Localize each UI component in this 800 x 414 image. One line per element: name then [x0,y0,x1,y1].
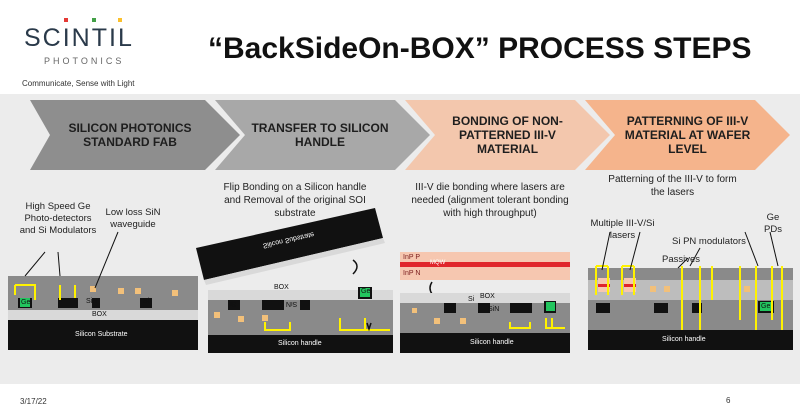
panel2-handle: Silicon handle [278,340,322,347]
panel2-label-sin: SiN [286,300,298,307]
panel1-label-si: Si [143,298,150,305]
step-label-2: TRANSFER TO SILICON HANDLE [251,121,389,149]
panel3-inp-n: InP N [403,270,421,277]
step-desc-4: Patterning of the III-V to form the lase… [608,174,737,198]
step-label-3: BONDING OF NON-PATTERNED III-V MATERIAL [452,114,563,156]
panel4-handle: Silicon handle [662,336,706,343]
page-number: 6 [726,396,731,405]
panel3-label-si: Si [468,296,475,303]
footer-date: 3/17/22 [20,397,47,406]
panel4-callout-passives: Passives [662,254,701,265]
panel1-callout-sin: Low loss SiN waveguide [105,207,161,230]
panel2-label-si: Si [230,300,237,307]
step-arrow-1 [30,100,240,170]
logo-wordmark: SCINTIL [24,24,134,52]
panel2-label-box: BOX [274,284,289,291]
logo-subtitle: PHOTONICS [44,56,125,66]
step-label-4: PATTERNING OF III-V MATERIAL AT WAFER LE… [624,114,751,156]
panel1-label-ge: Ge [21,299,31,306]
panel4-label-ge: Ge [761,303,771,310]
step-arrow-3 [405,100,610,170]
panel3-mqw: MQW [430,260,446,266]
panel3-label-box: BOX [480,293,495,300]
step-label-1: SILICON PHOTONICS STANDARD FAB [68,121,192,149]
step-desc-3: III-V die bonding where lasers are neede… [411,182,569,219]
panel1-substrate: Silicon Substrate [75,331,128,338]
panel1-callout-ge: High Speed Ge Photo-detectors and Si Mod… [19,201,97,236]
panel1-label-sin: SiN [86,298,98,305]
panel4-callout-ge: Ge PDs [764,212,782,235]
panel4-callout-lasers: Multiple III-V/Si lasers [590,218,655,241]
company-logo: SCINTIL [24,24,134,53]
panel3-inp-p: InP P [403,254,420,261]
panel3-handle: Silicon handle [470,339,514,346]
panel1-cross-section [8,231,198,350]
panel2-label-ge: Ge [361,288,371,295]
page-title: “BackSideOn-BOX” PROCESS STEPS [208,32,752,65]
panel1-label-box: BOX [92,311,107,318]
tagline: Communicate, Sense with Light [22,79,135,88]
panel4-cross-section [588,231,793,350]
step-arrow-4 [585,100,790,170]
step-arrow-2 [215,100,430,170]
panel2-cross-section [196,208,393,353]
panel3-cross-section [400,252,570,353]
panel3-label-sin: SiN [488,306,500,313]
panel4-callout-mod: Si PN modulators [672,236,746,247]
step-desc-2: Flip Bonding on a Silicon handle and Rem… [223,182,367,219]
